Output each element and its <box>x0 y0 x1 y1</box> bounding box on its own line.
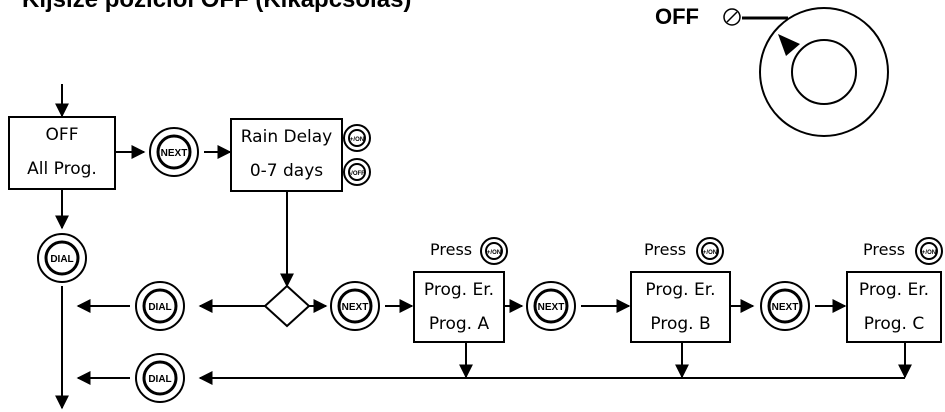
off-all-programs-box: OFF All Prog. <box>8 116 116 190</box>
press-label-a: Press <box>430 240 473 259</box>
svg-text:DIAL: DIAL <box>148 302 171 313</box>
program-b-box: Prog. Er. Prog. B <box>630 271 731 343</box>
off-label: OFF <box>655 4 699 29</box>
connectors <box>55 84 912 410</box>
svg-text:+/ON: +/ON <box>350 137 364 143</box>
next-button[interactable]: NEXT <box>330 281 380 331</box>
svg-text:+/ON: +/ON <box>703 250 717 256</box>
svg-text:DIAL: DIAL <box>50 254 73 265</box>
diagram-heading: Kijsize poziciol OFF (Kikapcsolas) <box>22 0 411 14</box>
program-a-line1: Prog. Er. <box>423 280 495 300</box>
program-c-line1: Prog. Er. <box>858 280 930 300</box>
rain-delay-line1: Rain Delay <box>240 127 333 147</box>
program-a-line2: Prog. A <box>428 314 490 334</box>
svg-text:-/OFF: -/OFF <box>349 171 365 177</box>
start-box-line1: OFF <box>45 125 79 145</box>
svg-text:+/ON: +/ON <box>487 250 501 256</box>
press-label-b: Press <box>644 240 687 259</box>
dial-button[interactable]: DIAL <box>135 281 185 331</box>
svg-text:NEXT: NEXT <box>538 302 565 313</box>
next-button[interactable]: NEXT <box>526 281 576 331</box>
plus-on-button[interactable]: +/ON <box>696 237 724 265</box>
svg-text:+/ON: +/ON <box>922 250 936 256</box>
dial-button[interactable]: DIAL <box>135 353 185 403</box>
press-label-c: Press <box>863 240 906 259</box>
next-button[interactable]: NEXT <box>149 127 199 177</box>
program-c-box: Prog. Er. Prog. C <box>846 271 942 343</box>
program-b-line1: Prog. Er. <box>645 280 716 300</box>
program-a-box: Prog. Er. Prog. A <box>413 271 505 343</box>
plus-on-button[interactable]: +/ON <box>343 124 371 152</box>
program-c-line2: Prog. C <box>863 314 925 334</box>
program-b-line2: Prog. B <box>650 314 711 334</box>
plus-on-button[interactable]: +/ON <box>480 237 508 265</box>
power-off-icon <box>723 8 741 26</box>
plus-on-button[interactable]: +/ON <box>915 237 943 265</box>
minus-off-button[interactable]: -/OFF <box>343 158 371 186</box>
rain-delay-line2: 0-7 days <box>249 161 324 181</box>
mode-dial <box>759 7 889 137</box>
next-button[interactable]: NEXT <box>760 281 810 331</box>
start-box-line2: All Prog. <box>27 159 97 179</box>
svg-text:DIAL: DIAL <box>148 374 171 385</box>
dial-button[interactable]: DIAL <box>37 233 87 283</box>
svg-text:NEXT: NEXT <box>342 302 369 313</box>
rain-delay-box: Rain Delay 0-7 days <box>230 118 343 192</box>
svg-text:NEXT: NEXT <box>772 302 799 313</box>
svg-text:NEXT: NEXT <box>161 148 188 159</box>
decision-diamond <box>263 284 311 328</box>
